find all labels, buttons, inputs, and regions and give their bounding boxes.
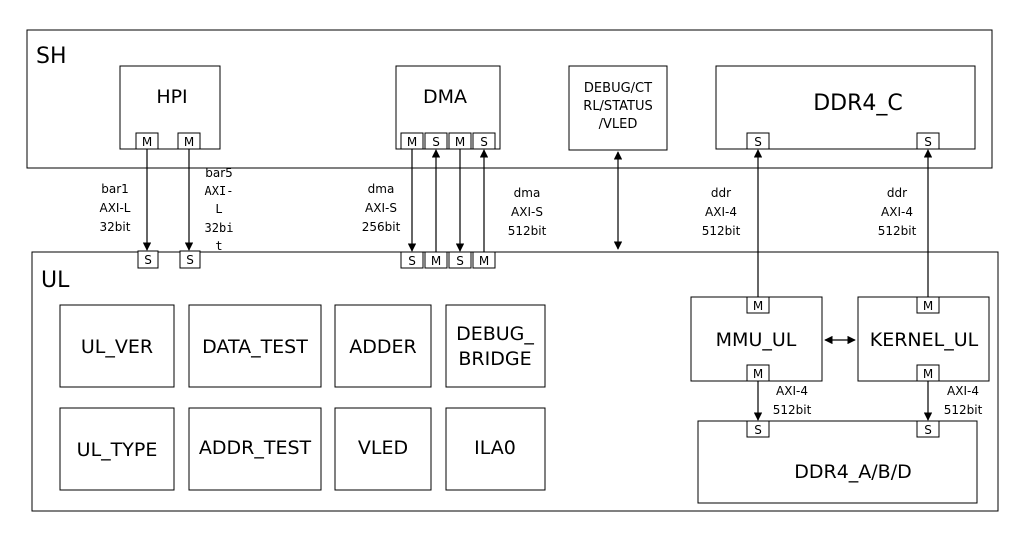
ila0-label: ILA0 [474, 437, 516, 459]
ul-dma-slave-port-1 [400, 251, 424, 269]
ddr4-c-label: DDR4_C [813, 91, 903, 116]
bar5-label-line3: L [215, 202, 222, 216]
ul-ver-block [59, 304, 175, 388]
ddr4-c-slave-port-1 [746, 132, 770, 150]
dma256-label-line3: 256bit [362, 220, 401, 234]
bar1-label-line3: 32bit [100, 220, 131, 234]
addr-test-label: ADDR_TEST [199, 437, 312, 459]
debug-bridge-label-line2: BRIDGE [458, 348, 531, 370]
dma256-label-line2: AXI-S [365, 201, 397, 215]
bar5-label-line5: t [215, 239, 222, 253]
dma-slave-port-2-label: S [480, 135, 488, 149]
ul-bar1-slave-port [137, 250, 159, 269]
ddr4-abd-slave-port-1-label: S [754, 423, 762, 437]
bar5-link-label: bar5 AXI- L 32bi t [205, 166, 234, 253]
ul-bar5-slave-port [179, 250, 201, 269]
mmu-ul-master-port-bottom-label: M [753, 367, 763, 381]
ddr4-c-slave-port-2 [916, 132, 940, 150]
ddr4-abd-block [697, 420, 978, 504]
ul-type-block [59, 407, 175, 491]
mmu-ul-label: MMU_UL [716, 329, 797, 351]
ul-type-label: UL_TYPE [77, 439, 158, 461]
axi4-left-label-line2: 512bit [773, 403, 812, 417]
ddr4-abd-slave-port-2 [916, 420, 940, 438]
sh-region-label: SH [36, 44, 67, 69]
mmu-ul-master-port-top [746, 296, 770, 314]
hpi-master-port-2-label: M [184, 135, 194, 149]
addr-test-block [188, 407, 322, 491]
ul-region-label: UL [41, 268, 70, 293]
kernel-ul-master-port-bottom-label: M [923, 367, 933, 381]
kernel-ul-master-port-top-label: M [923, 299, 933, 313]
ddr4-c-slave-port-1-label: S [754, 135, 762, 149]
dma512-link-label: dma AXI-S 512bit [508, 186, 547, 238]
ddr-right-label-line2: AXI-4 [881, 205, 913, 219]
dma512-label-line3: 512bit [508, 224, 547, 238]
ul-bar1-slave-port-label: S [144, 253, 152, 267]
ddr4-abd-slave-port-2-label: S [924, 423, 932, 437]
adder-block [334, 304, 432, 388]
data-test-label: DATA_TEST [202, 336, 308, 358]
ddr-right-label-line1: ddr [887, 186, 907, 200]
axi4-left-link-label: AXI-4 512bit [773, 384, 812, 417]
ul-dma-slave-port-2-label: S [456, 254, 464, 268]
dma-label: DMA [423, 86, 467, 108]
dma-slave-port-2 [472, 132, 496, 150]
debug-bridge-block [445, 304, 546, 388]
bar1-label-line2: AXI-L [100, 201, 131, 215]
ddr-left-link-label: ddr AXI-4 512bit [702, 186, 741, 238]
axi4-right-label-line1: AXI-4 [947, 384, 979, 398]
ddr-right-label-line3: 512bit [878, 224, 917, 238]
axi4-right-label-line2: 512bit [944, 403, 983, 417]
bar5-label-line4: 32bi [205, 221, 234, 235]
debug-ctrl-label-line3: /VLED [599, 117, 638, 132]
hpi-master-port-1-label: M [142, 135, 152, 149]
dma512-label-line2: AXI-S [511, 205, 543, 219]
data-test-block [188, 304, 322, 388]
dma-slave-port-1 [424, 132, 448, 150]
ul-dma-slave-port-2 [448, 251, 472, 269]
hpi-label: HPI [156, 86, 187, 108]
debug-bridge-label-line1: DEBUG_ [456, 323, 534, 345]
ddr4-abd-slave-port-1 [746, 420, 770, 438]
bar5-label-line2: AXI- [205, 184, 234, 198]
axi4-right-link-label: AXI-4 512bit [944, 384, 983, 417]
debug-ctrl-label-line2: RL/STATUS [583, 99, 652, 114]
kernel-ul-master-port-top [916, 296, 940, 314]
ul-dma-master-port-1-label: M [431, 254, 441, 268]
ul-ver-label: UL_VER [81, 336, 153, 358]
kernel-ul-label: KERNEL_UL [870, 329, 979, 351]
bar5-label-line1: bar5 [205, 166, 233, 180]
ul-dma-master-port-2-label: M [479, 254, 489, 268]
debug-ctrl-label-line1: DEBUG/CT [584, 81, 652, 96]
mmu-ul-master-port-top-label: M [753, 299, 763, 313]
dma-slave-port-1-label: S [432, 135, 440, 149]
vled-label: VLED [358, 437, 408, 459]
dma256-link-label: dma AXI-S 256bit [362, 182, 401, 234]
ddr4-c-slave-port-2-label: S [924, 135, 932, 149]
ul-dma-slave-port-1-label: S [408, 254, 416, 268]
adder-label: ADDER [349, 336, 416, 358]
ddr-right-link-label: ddr AXI-4 512bit [878, 186, 917, 238]
bar1-label-line1: bar1 [101, 182, 129, 196]
ddr-left-label-line1: ddr [711, 186, 731, 200]
dma512-label-line1: dma [514, 186, 541, 200]
ila0-block [445, 407, 546, 491]
dma256-label-line1: dma [368, 182, 395, 196]
ddr-left-label-line3: 512bit [702, 224, 741, 238]
ddr4-abd-label: DDR4_A/B/D [794, 461, 912, 483]
dma-master-port-2-label: M [455, 135, 465, 149]
vled-block [334, 407, 432, 491]
bar1-link-label: bar1 AXI-L 32bit [100, 182, 131, 234]
ddr-left-label-line2: AXI-4 [705, 205, 737, 219]
ul-bar5-slave-port-label: S [186, 253, 194, 267]
axi4-left-label-line1: AXI-4 [776, 384, 808, 398]
dma-master-port-1-label: M [407, 135, 417, 149]
debug-ctrl-block [568, 65, 668, 151]
